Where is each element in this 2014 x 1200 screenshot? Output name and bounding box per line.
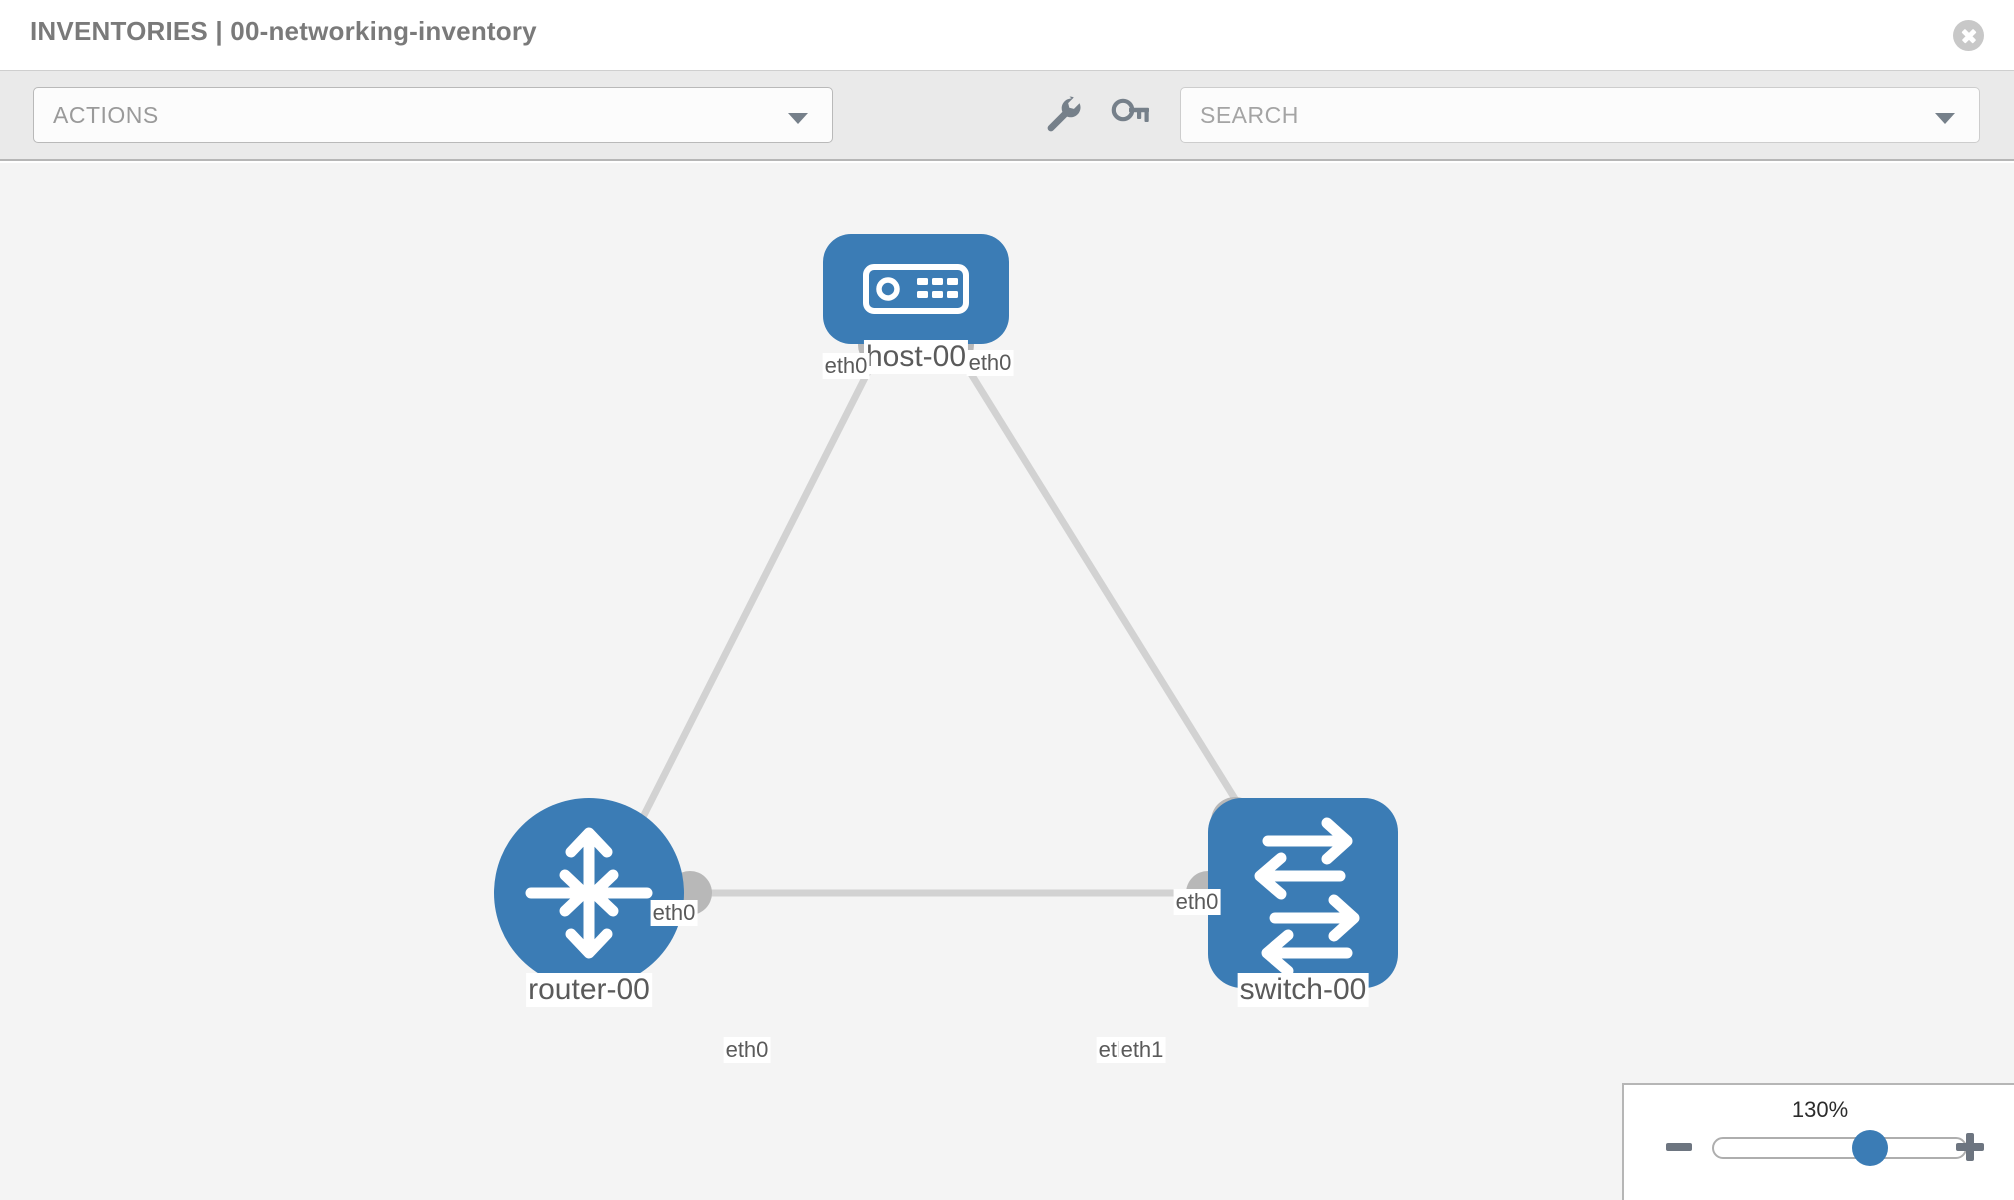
switch-arrows-icon bbox=[1254, 817, 1360, 977]
topology-connector-nubs bbox=[668, 323, 1259, 915]
iface-label-switch-router-eth1: eth1 bbox=[1118, 1037, 1166, 1063]
wrench-icon[interactable] bbox=[1040, 93, 1084, 137]
iface-label-router-switch: eth0 bbox=[723, 1037, 771, 1063]
actions-dropdown[interactable]: ACTIONS bbox=[33, 87, 833, 143]
server-icon bbox=[863, 264, 969, 314]
actions-dropdown-label: ACTIONS bbox=[53, 102, 159, 128]
key-icon[interactable] bbox=[1108, 93, 1152, 137]
node-host-00 bbox=[823, 234, 1009, 344]
edge-host-router bbox=[636, 346, 884, 825]
search-input[interactable]: SEARCH bbox=[1180, 87, 1980, 143]
node-label-router-00: router-00 bbox=[526, 973, 652, 1007]
chevron-down-icon bbox=[1935, 113, 1955, 124]
search-placeholder: SEARCH bbox=[1200, 102, 1299, 128]
zoom-control-panel: 130% bbox=[1622, 1083, 2014, 1200]
zoom-slider-track[interactable] bbox=[1712, 1130, 1967, 1166]
iface-label-router-host: eth0 bbox=[650, 900, 698, 926]
zoom-in-button[interactable] bbox=[1956, 1133, 1984, 1161]
iface-label-host-left: eth0 bbox=[822, 353, 870, 379]
node-router-00 bbox=[494, 798, 684, 988]
node-switch-00 bbox=[1208, 798, 1398, 988]
zoom-out-button[interactable] bbox=[1666, 1143, 1692, 1151]
zoom-level-value: 130% bbox=[1791, 1097, 1849, 1122]
page-header: INVENTORIES | 00-networking-inventory bbox=[0, 0, 2014, 71]
node-label-switch-00: switch-00 bbox=[1237, 973, 1369, 1007]
page-title: INVENTORIES | 00-networking-inventory bbox=[30, 16, 537, 46]
toolbar: ACTIONS SEARCH bbox=[0, 71, 2014, 161]
router-arrows-icon bbox=[525, 827, 653, 959]
zoom-slider-thumb[interactable] bbox=[1851, 1130, 1888, 1166]
iface-label-switch-host: eth0 bbox=[1173, 889, 1221, 915]
topology-edges bbox=[636, 346, 1260, 897]
topology-canvas[interactable]: host-00 router-00 switch-00 eth0 eth0 et… bbox=[0, 163, 2014, 1200]
node-label-host-00: host-00 bbox=[863, 340, 969, 374]
topology-graph bbox=[494, 234, 1398, 988]
edge-host-switch bbox=[952, 346, 1253, 825]
chevron-down-icon bbox=[788, 113, 808, 124]
close-icon[interactable] bbox=[1953, 20, 1984, 51]
iface-label-host-right: eth0 bbox=[966, 350, 1014, 376]
